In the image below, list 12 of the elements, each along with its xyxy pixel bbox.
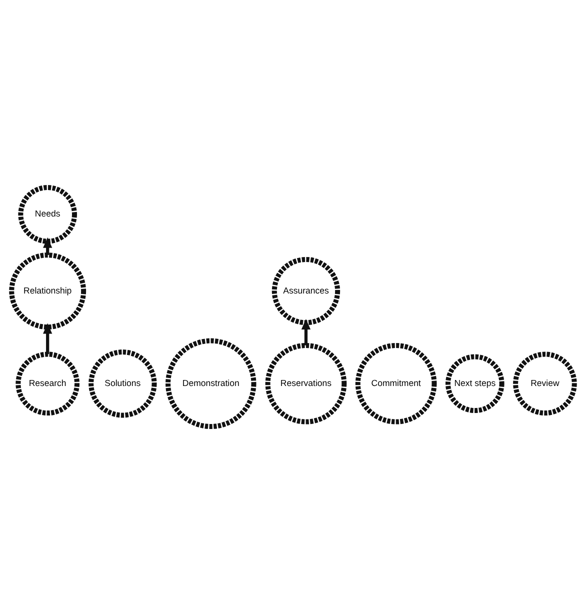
arrow [301, 318, 311, 345]
node-circle: Research [16, 351, 80, 416]
node-circle: Needs [18, 184, 77, 244]
arrow [43, 322, 52, 354]
node-circle: Reservations [265, 342, 347, 424]
node-circle: Review [513, 351, 577, 416]
node-circle: Commitment [355, 342, 437, 424]
node-circle: Relationship [9, 252, 86, 330]
node-circle: Assurances [272, 256, 340, 325]
node-circle: Demonstration [166, 338, 256, 428]
node-circle: Next steps [446, 354, 504, 413]
node-circle: Solutions [88, 349, 157, 418]
